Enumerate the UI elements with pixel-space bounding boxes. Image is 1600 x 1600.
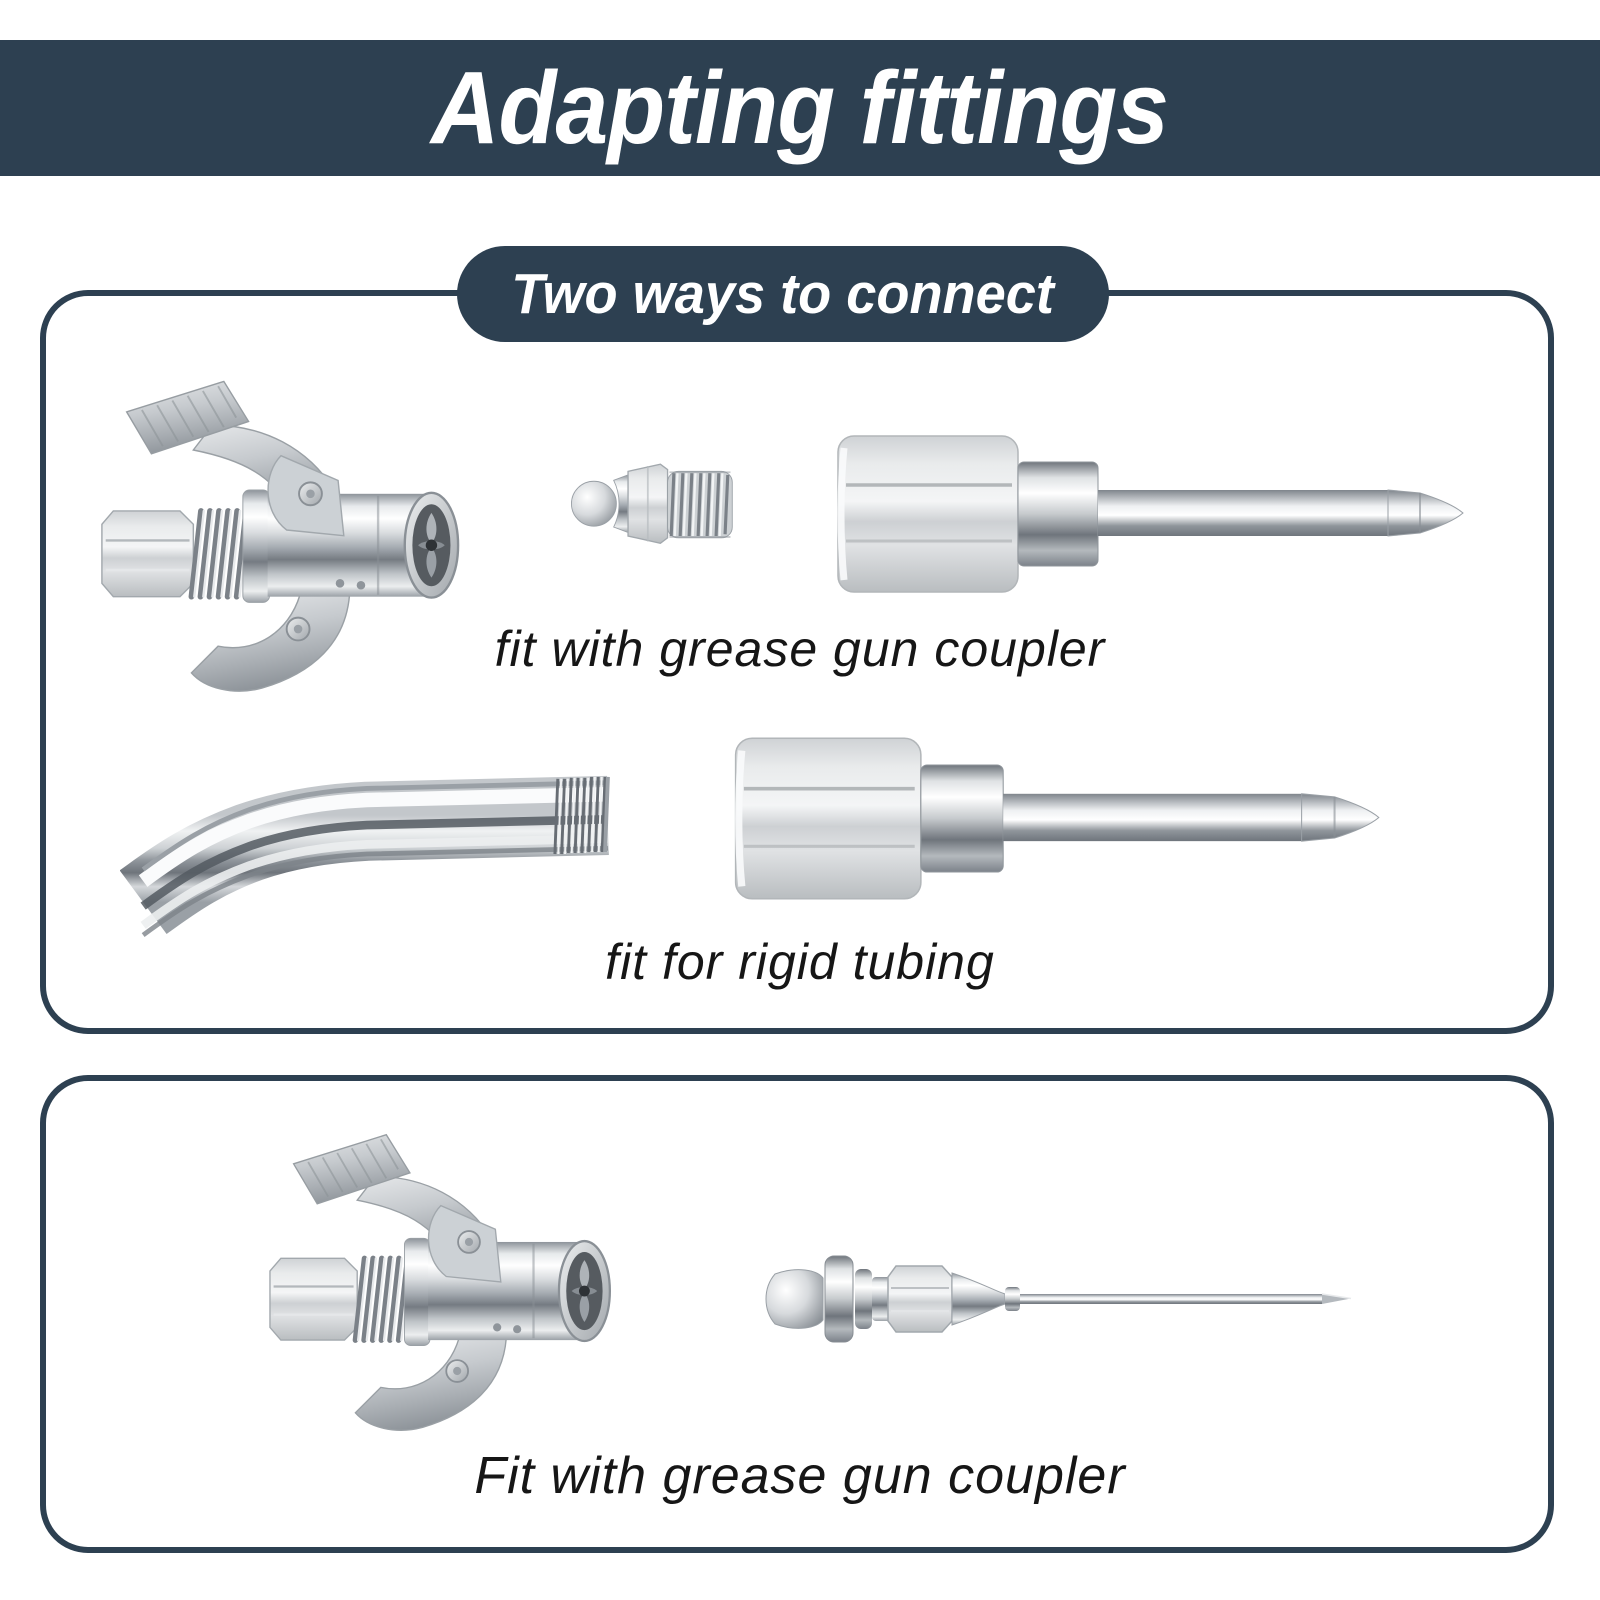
needle-nozzle-adapter-illustration: [734, 737, 1380, 900]
header-banner: Adapting fittings: [0, 40, 1600, 176]
grease-gun-coupler-illustration: [269, 1133, 612, 1431]
caption-fit-with-grease-gun-coupler-bottom: Fit with grease gun coupler: [474, 1447, 1126, 1505]
section-badge: Two ways to connect: [457, 246, 1109, 342]
section-badge-label: Two ways to connect: [511, 262, 1055, 326]
needle-tip-fitting-illustration: [765, 1255, 1352, 1343]
needle-nozzle-adapter-illustration: [837, 435, 1464, 593]
caption-fit-for-rigid-tubing: fit for rigid tubing: [605, 934, 995, 990]
curved-rigid-tube-illustration: [120, 775, 610, 937]
grease-zerk-fitting-illustration: [570, 463, 733, 544]
page-title: Adapting fittings: [431, 50, 1169, 165]
grease-gun-coupler-illustration: [101, 380, 460, 692]
caption-fit-with-grease-gun-coupler: fit with grease gun coupler: [494, 621, 1106, 677]
